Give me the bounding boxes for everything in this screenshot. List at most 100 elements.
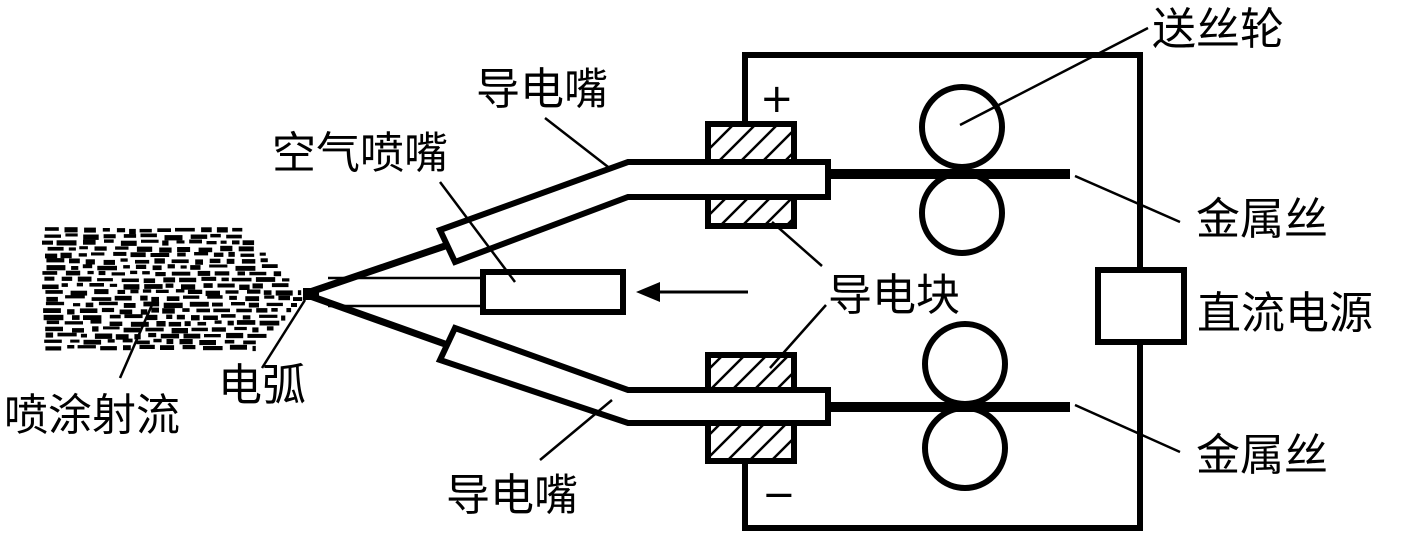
spray-particle [150,253,170,257]
spray-particle [61,283,68,287]
spray-particle [252,283,263,289]
spray-particle [166,314,173,319]
spray-particle [229,295,237,300]
spray-particle [247,333,267,338]
spray-particle [45,332,54,338]
spray-particle [214,271,230,276]
spray-particle [155,272,166,277]
spray-particle [45,346,62,351]
spray-particle [187,289,203,294]
spray-particle [162,308,175,314]
spray-particle [44,227,59,231]
spray-particle [278,295,290,301]
spray-particle [121,278,139,283]
spray-particle [43,308,61,313]
spray-particle [201,227,212,233]
spray-particle [76,282,83,287]
spray-particle [245,296,260,302]
spray-particle [64,321,83,325]
spray-particle [130,270,138,275]
spray-particle [123,234,137,238]
spray-particle [163,277,176,283]
spray-particle [271,308,278,312]
spray-particle [259,320,280,326]
spray-particle [79,246,88,250]
spray-particle [94,289,109,295]
spray-particle [68,247,76,251]
spray-particle [166,339,174,345]
spray-particle [153,338,162,343]
spray-particle [211,327,226,332]
spray-particle [136,340,150,345]
spray-particle [163,302,183,309]
spray-particle [207,295,223,299]
label-arc: 电弧 [218,360,306,411]
spray-particle [83,315,102,320]
spray-particle [56,240,77,246]
spray-particle [100,346,117,351]
spray-particle [160,333,180,339]
spray-particle [103,234,116,239]
spray-particle [205,290,220,297]
spray-particle [203,283,213,288]
spray-particle [44,339,62,343]
spray-particle [231,277,252,282]
spray-particle [119,309,133,315]
spray-particle [80,333,87,338]
spray-particle [216,227,228,233]
leader-contact-tip-top [544,117,613,171]
spray-particle [116,228,126,233]
spray-particle [237,271,245,276]
spray-particle [155,289,169,293]
spray-particle [113,251,127,256]
spray-particle [129,228,136,235]
label-wire-top: 金属丝 [1196,194,1328,245]
spray-particle [242,315,251,320]
air-flow-arrow [636,282,748,302]
spray-particle [232,240,240,245]
spray-particle [213,308,230,313]
spray-particle [168,321,182,327]
spray-particle [70,290,88,296]
spray-particle [103,259,115,265]
spray-particle [194,252,209,256]
spray-particle [195,259,203,265]
spray-particle [213,252,224,257]
spray-particle [143,278,156,284]
label-dc-power: 直流电源 [1197,288,1373,339]
spray-particle [123,265,130,269]
spray-particle [179,277,197,283]
spray-particle [130,252,146,258]
polarity-positive: + [760,76,794,122]
spray-particle [196,308,210,313]
leader-wire-top [1074,174,1181,224]
spray-particle [117,289,126,294]
spray-particle [124,314,143,319]
spray-particle [46,258,65,263]
spray-particle [140,309,148,315]
dc-power-supply-box [1095,267,1187,345]
spray-particle [249,271,267,276]
air-nozzle [328,269,626,315]
spray-particle [69,258,80,264]
spray-particle [261,264,278,268]
spray-particle [182,308,190,312]
spray-particle [190,234,208,239]
spray-particle [220,245,233,252]
spray-particle [191,327,208,332]
spray-particle [191,315,200,321]
spray-particle [212,302,223,307]
spray-particle [45,290,63,294]
spray-particle [145,327,164,332]
spray-particle [65,295,85,299]
spray-particle [84,227,96,233]
spray-particle [148,332,157,338]
spray-particle [171,259,189,264]
polarity-negative: − [762,472,796,518]
label-air-nozzle: 空气喷嘴 [272,128,448,179]
spray-particle [256,308,268,313]
spray-particle [98,270,106,276]
label-contact-block: 导电块 [828,270,960,321]
spray-particle [239,284,250,290]
spray-particle [203,346,223,351]
